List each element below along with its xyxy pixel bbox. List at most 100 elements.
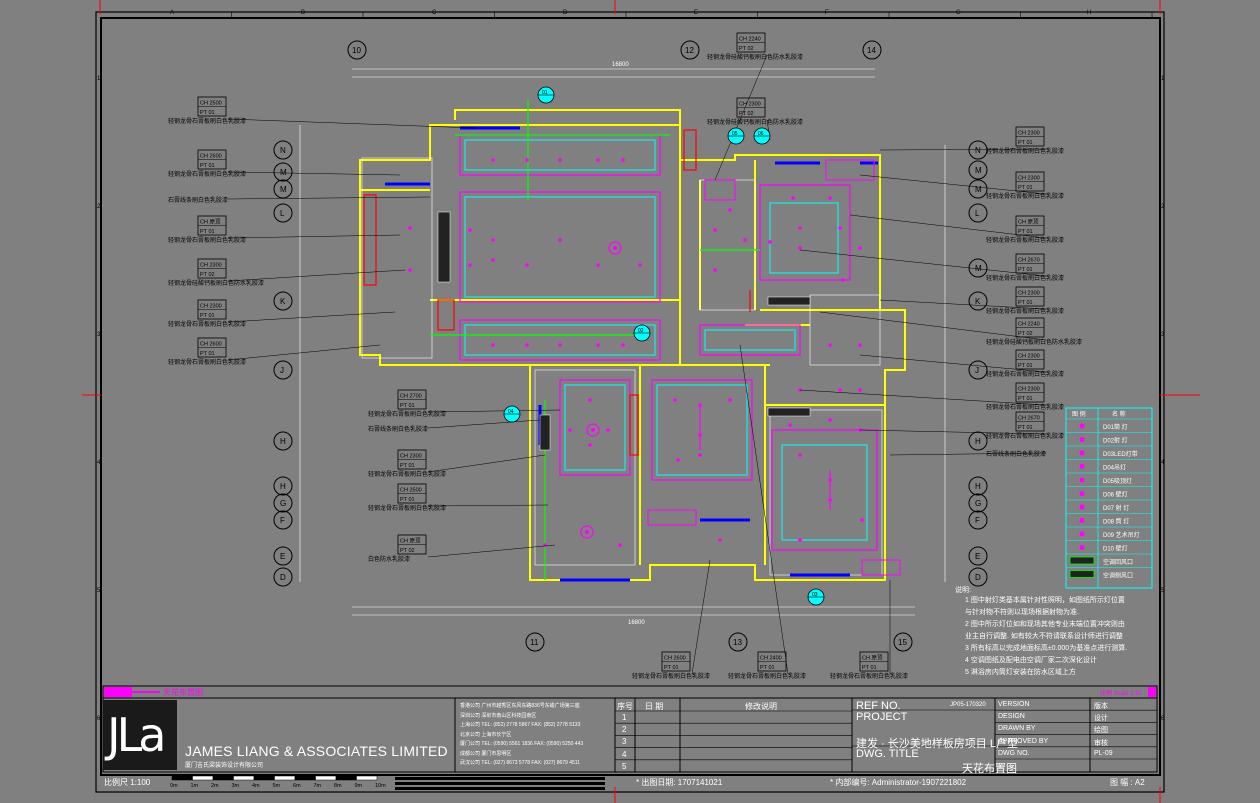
downlight-icon bbox=[621, 343, 625, 347]
scale-tick-label: 7m bbox=[314, 783, 322, 789]
tag-note: 轻钢龙骨石膏板刷白色乳胶漆 bbox=[168, 117, 246, 125]
tag-paint-code: PT 02 bbox=[400, 548, 415, 554]
downlight-icon bbox=[798, 453, 802, 457]
axis-bubble bbox=[273, 203, 293, 223]
notes-line: 5 淋浴房内筒灯安装在防水区域上方 bbox=[965, 667, 1076, 676]
tag-paint-code: PT 02 bbox=[1018, 331, 1033, 337]
axis-bubble bbox=[273, 476, 293, 496]
grid-letter: G bbox=[956, 10, 961, 16]
tag-paint-code: PT 02 bbox=[200, 272, 215, 278]
tag-paint-code: PT 01 bbox=[200, 110, 215, 116]
tag-note: 轻钢龙骨石膏板刷白色乳胶漆 bbox=[368, 410, 446, 418]
axis-bubble bbox=[273, 431, 293, 451]
axis-label: 14 bbox=[867, 46, 876, 55]
tag-leader bbox=[889, 452, 1047, 456]
revision-row-number: 5 bbox=[622, 761, 627, 771]
tag-paint-code: PT 01 bbox=[1018, 229, 1033, 235]
signoff-value: 绘图 bbox=[1094, 727, 1108, 735]
legend-item-label: D09 艺术吊灯 bbox=[1103, 531, 1140, 539]
downlight-icon bbox=[860, 518, 864, 522]
sheet-outer-frame bbox=[95, 11, 1165, 793]
axis-bubble bbox=[968, 360, 988, 380]
downlight-icon bbox=[568, 428, 572, 432]
downlight-icon bbox=[791, 196, 795, 200]
axis-bubble bbox=[273, 510, 293, 530]
tag-leader bbox=[859, 354, 1047, 373]
downlight-icon bbox=[491, 343, 495, 347]
tag-ceiling-height: CH 2600 bbox=[200, 154, 222, 160]
grid-number: 6 bbox=[97, 716, 101, 722]
legend-symbol-icon bbox=[1079, 491, 1085, 496]
tag-leader bbox=[427, 504, 549, 507]
office-line: 成都公司 厦门市思明区 bbox=[460, 750, 512, 757]
scale-label-strip: 比例 Scale 1:50 bbox=[1100, 689, 1143, 697]
scale-tick-label: 3m bbox=[232, 783, 240, 789]
print-date: * 出图日期: 1707141021 bbox=[636, 778, 723, 787]
axis-label: H bbox=[280, 437, 286, 446]
room-marker-label: 01 bbox=[542, 90, 548, 96]
tag-leader bbox=[427, 419, 541, 429]
tag-note: 轻钢龙骨石膏板刷白色乳胶漆 bbox=[168, 358, 246, 366]
signoff-label: DWG NO. bbox=[998, 749, 1030, 757]
ref-label: REF NO. bbox=[856, 700, 901, 712]
tag-ceiling-height: CH 2670 bbox=[1018, 416, 1040, 422]
light-fixtures bbox=[408, 158, 864, 547]
inner-outline bbox=[361, 157, 883, 576]
grid-letter: H bbox=[1087, 10, 1091, 16]
axis-label: M bbox=[975, 166, 982, 175]
tag-note: 轻钢龙骨石膏板刷白色乳胶漆 bbox=[986, 192, 1064, 200]
tag-paint-code: PT 02 bbox=[739, 111, 754, 117]
downlight-icon bbox=[558, 158, 562, 162]
legend-item-label: 空调回风口 bbox=[1103, 558, 1133, 566]
tag-paint-code: PT 01 bbox=[1018, 396, 1033, 402]
axis-label: K bbox=[975, 297, 981, 306]
tag-note: 轻钢龙骨硅酸钙板刷白色防水乳胶漆 bbox=[707, 53, 803, 61]
tag-paint-code: PT 01 bbox=[862, 665, 877, 671]
tag-ceiling-height: CH 原顶 bbox=[400, 538, 421, 545]
pendant-light-icon bbox=[608, 241, 622, 255]
axis-bubble bbox=[273, 291, 293, 311]
office-line: 厦门公司 TEL: (0590) 5561 1836 FAX: (0590) 5… bbox=[460, 741, 584, 747]
axis-label: M bbox=[975, 185, 982, 194]
tag-note: 轻钢龙骨石膏板刷白色乳胶漆 bbox=[986, 403, 1064, 411]
revision-row-lines bbox=[615, 710, 852, 773]
downlight-icon bbox=[798, 538, 802, 542]
downlight-icon bbox=[491, 158, 495, 162]
tag-ceiling-height: CH 2670 bbox=[1018, 258, 1040, 264]
axis-label: 13 bbox=[733, 638, 742, 647]
tag-leader bbox=[714, 54, 768, 181]
conduit-lines bbox=[430, 100, 760, 580]
tag-note: 石膏线条刷白色乳胶漆 bbox=[168, 196, 228, 204]
scale-bar-segment bbox=[171, 775, 193, 781]
axis-bubble bbox=[862, 40, 882, 60]
tag-leader bbox=[227, 118, 476, 129]
tag-ceiling-height: CH 2300 bbox=[1018, 387, 1040, 393]
tag-note: 轻钢龙骨石膏板刷白色乳胶漆 bbox=[986, 307, 1064, 315]
downlight-icon bbox=[698, 453, 702, 457]
axis-label: D bbox=[280, 573, 286, 582]
notes-line: 2 图中所示灯位如和现场其他专业末端位置冲突则由 bbox=[965, 619, 1125, 628]
legend-symbol-icon bbox=[1079, 437, 1085, 442]
tag-note: 轻钢龙骨石膏板刷白色乳胶漆 bbox=[830, 672, 908, 680]
ceiling-panel-inner bbox=[464, 139, 868, 541]
grid-number-right: 6 bbox=[1161, 716, 1165, 722]
company-logo-icon: JLa bbox=[107, 708, 166, 762]
pendant-light-center-icon bbox=[613, 246, 617, 250]
company-logo-block bbox=[103, 700, 177, 770]
dimension-lines bbox=[299, 68, 946, 616]
downlight-icon bbox=[525, 263, 529, 267]
legend-vent-icon bbox=[1069, 556, 1095, 565]
tag-paint-code: PT 01 bbox=[1018, 267, 1033, 273]
axis-bubble bbox=[525, 632, 545, 652]
downlight-icon bbox=[828, 418, 832, 422]
scale-tick-label: 9m bbox=[355, 783, 363, 789]
downlight-icon bbox=[596, 263, 600, 267]
office-line: 武汉公司 TEL: (027) 8673 5778 FAX: (027) 867… bbox=[460, 760, 580, 766]
downlight-icon bbox=[525, 343, 529, 347]
tag-ceiling-height: CH 2300 bbox=[400, 454, 422, 460]
downlight-icon bbox=[673, 398, 677, 402]
